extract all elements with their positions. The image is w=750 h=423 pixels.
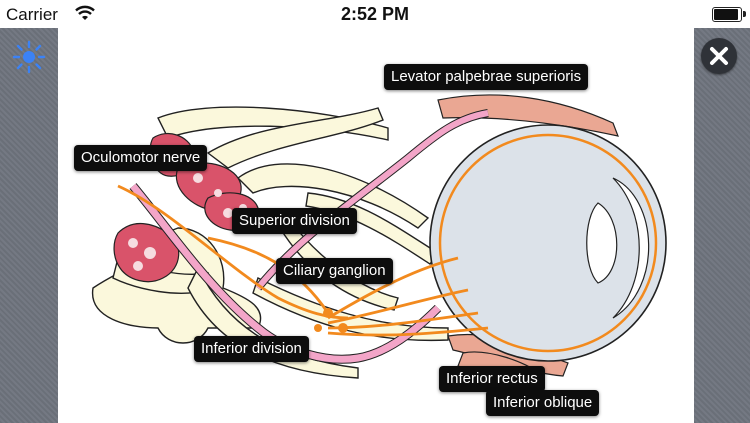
sun-icon[interactable]	[12, 40, 46, 74]
status-bar: Carrier 2:52 PM	[0, 0, 750, 28]
close-button[interactable]	[701, 38, 737, 74]
label-superior-division[interactable]: Superior division	[232, 208, 357, 234]
label-inferior-rectus[interactable]: Inferior rectus	[439, 366, 545, 392]
clock: 2:52 PM	[340, 4, 410, 24]
label-inferior-division[interactable]: Inferior division	[194, 336, 309, 362]
label-oculomotor-nerve[interactable]: Oculomotor nerve	[74, 145, 208, 171]
anatomy-canvas: Levator palpebrae superioris Oculomotor …	[58, 28, 694, 423]
label-ciliary-ganglion[interactable]: Ciliary ganglion	[276, 258, 393, 284]
battery-icon	[712, 7, 746, 22]
carrier-label: Carrier	[6, 5, 58, 24]
label-levator-palpebrae[interactable]: Levator palpebrae superioris	[384, 64, 589, 90]
close-icon	[710, 47, 728, 65]
anatomy-illustration	[92, 94, 667, 385]
right-panel	[694, 28, 750, 423]
left-panel	[0, 28, 58, 423]
wifi-icon	[74, 4, 96, 27]
label-inferior-oblique[interactable]: Inferior oblique	[486, 390, 600, 416]
